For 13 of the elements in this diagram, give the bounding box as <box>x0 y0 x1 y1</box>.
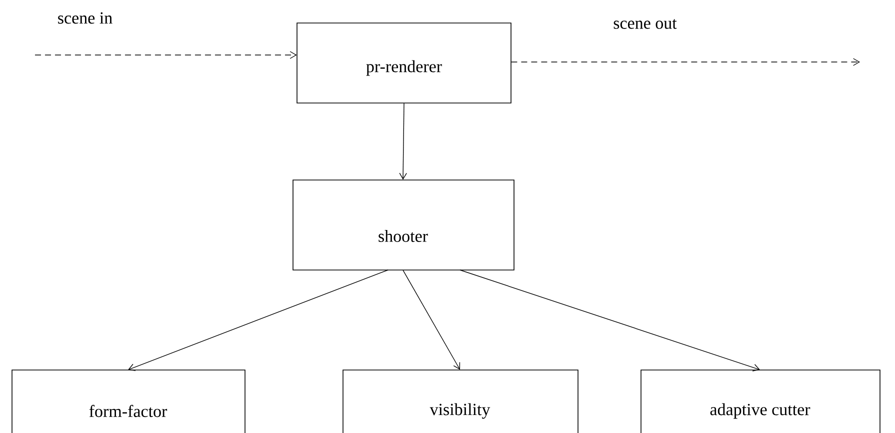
arrow <box>402 270 460 370</box>
process-box: form-factor <box>12 370 246 433</box>
edge-label: scene out <box>614 19 677 29</box>
process-box: shooter <box>292 180 514 270</box>
process-box: visibility <box>342 370 578 433</box>
arrow <box>128 270 388 372</box>
process-box: pr-renderer <box>296 22 512 104</box>
arrow <box>510 58 860 66</box>
arrow <box>399 102 407 180</box>
edge-label: scene in <box>58 12 112 24</box>
arrow <box>460 270 760 372</box>
process-box: adaptive cutter <box>640 370 880 433</box>
arrow <box>34 51 297 59</box>
